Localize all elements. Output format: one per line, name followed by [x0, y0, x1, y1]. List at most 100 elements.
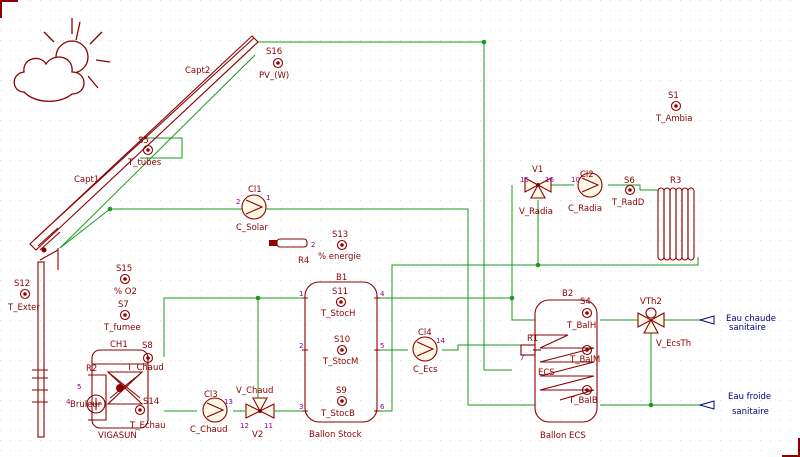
sensor-s4-ref: S4: [580, 297, 591, 307]
sensor-s6-value: T_RadD: [611, 198, 645, 208]
pump-cl1-pin2: 2: [236, 198, 240, 206]
valve-v1-pin16: 16: [545, 176, 554, 184]
sensor-s12-value: T_Exter: [7, 303, 40, 313]
sensor-s5: [142, 144, 154, 156]
tank-b2-pin7: 7: [520, 354, 524, 362]
sensor-s11-ref: S11: [332, 287, 348, 297]
valve-v1: [524, 177, 552, 199]
pump-cl3-value: C_Chaud: [190, 425, 228, 435]
collector-2-label: Capt2: [185, 66, 210, 76]
sensor-s7-ref: S7: [118, 300, 129, 310]
boiler-ch1-ref: CH1: [110, 340, 128, 350]
sun-cloud-icon: [13, 18, 111, 102]
hot-water-label-1: Eau chaude: [726, 314, 776, 324]
tank-b1-name: Ballon Stock: [309, 430, 362, 440]
sensor-s12-ref: S12: [14, 279, 30, 289]
sensor-s3-value: T_BalM: [569, 355, 600, 365]
sensor-s7-value: T_fumee: [103, 323, 141, 333]
sensor-s4-value: T_BalH: [566, 321, 596, 331]
radiator-r3-ref: R3: [670, 176, 681, 186]
sensor-s14: [134, 404, 146, 416]
collector-1-label: Capt1: [74, 175, 99, 185]
sensor-s8: [142, 352, 154, 364]
cold-water-label-2: sanitaire: [732, 407, 769, 417]
pump-cl4-value: C_Ecs: [413, 365, 438, 375]
sensor-s15-ref: S15: [116, 264, 132, 274]
sensor-s13-ref: S13: [332, 230, 348, 240]
cold-water-label-1: Eau froide: [728, 392, 771, 402]
pump-cl2-ref: Cl2: [580, 170, 594, 180]
radiator-r3: [657, 187, 695, 261]
resistor-r4: [269, 238, 308, 248]
valve-vth2: [637, 307, 665, 334]
tank-b1-pin3: 3: [299, 403, 303, 411]
sensor-s13: [336, 239, 348, 251]
resistor-r1-ref: R1: [527, 334, 538, 344]
sensor-s9-ref: S9: [336, 386, 347, 396]
pump-cl3-ref: Cl3: [204, 390, 218, 400]
sensor-s7: [119, 309, 131, 321]
tank-b1-pin6: 6: [380, 403, 385, 411]
pump-cl2-value: C_Radia: [568, 204, 602, 214]
tank-b2-ecs-label: ECS: [538, 368, 555, 378]
cold-water-flag: [698, 400, 715, 410]
sensor-s8-ref: S8: [142, 341, 153, 351]
sensor-s10-value: T_StocM: [322, 357, 358, 367]
sensor-s14-ref: S14: [143, 397, 159, 407]
sensor-s1-ref: S1: [668, 91, 679, 101]
valve-v2-value: V_Chaud: [236, 386, 273, 396]
pump-cl1: [241, 194, 267, 220]
pump-cl2-pin: 10: [571, 176, 580, 184]
sensor-s10: [336, 344, 348, 356]
sensor-s2-value: T_BalB: [568, 396, 598, 406]
sensor-s8-value: T_Chaud: [126, 363, 164, 373]
valve-v1-ref: V1: [532, 165, 543, 175]
tank-b2-ref: B2: [562, 289, 573, 299]
sensor-s16: [272, 57, 284, 69]
sensor-s2: [581, 384, 593, 396]
sensor-s10-ref: S10: [334, 335, 350, 345]
sensor-s14-value: T_Echau: [129, 421, 165, 431]
valve-v2-pin11: 11: [264, 422, 273, 430]
sensor-s4: [581, 307, 593, 319]
pump-cl1-pin1: 1: [266, 194, 270, 202]
sensor-s3: [581, 344, 593, 356]
sensor-s16-value: PV_(W): [259, 71, 289, 81]
valve-vth2-value: V_EcsTh: [656, 339, 691, 349]
sensor-s11-value: T_StocH: [320, 309, 355, 319]
tank-b1: [302, 281, 380, 423]
valve-v2-pin12: 12: [240, 422, 249, 430]
tank-b1-pin4: 4: [380, 290, 385, 298]
tank-b1-pin2: 2: [299, 342, 303, 350]
pump-cl2: [577, 172, 603, 198]
hot-water-flag: [698, 315, 715, 325]
sensor-s15-value: % O2: [114, 287, 137, 297]
boiler-pin5: 5: [77, 383, 81, 391]
resistor-r2-ref: R2: [86, 364, 97, 374]
sensor-s5-value: T_tubes: [127, 158, 162, 168]
boiler-name: VIGASUN: [98, 431, 137, 441]
tank-b1-pin5: 5: [380, 342, 384, 350]
pump-cl1-value: C_Solar: [236, 223, 268, 233]
pump-cl4: [412, 336, 438, 362]
sensor-s11: [335, 296, 347, 308]
valve-v1-value: V_Radia: [519, 207, 553, 217]
resistor-r4-ref: R4: [298, 256, 309, 266]
pump-cl4-ref: Cl4: [418, 328, 432, 338]
sensor-s6: [624, 184, 636, 196]
burner-label: Bruleur: [70, 400, 102, 410]
hot-water-label-2: sanitaire: [729, 323, 766, 333]
sensor-s9-value: T_StocB: [320, 409, 355, 419]
resistor-r4-pin: 2: [311, 241, 315, 249]
tank-b2-name: Ballon ECS: [540, 431, 586, 441]
pump-cl3: [202, 397, 228, 423]
tank-b1-pin1: 1: [299, 290, 303, 298]
valve-v1-pin15: 15: [520, 176, 529, 184]
sensor-s15: [119, 273, 131, 285]
junction-dots: [107, 39, 654, 408]
tank-b2: [520, 299, 598, 423]
sensor-s12: [19, 288, 31, 300]
solar-collector: [29, 35, 259, 438]
